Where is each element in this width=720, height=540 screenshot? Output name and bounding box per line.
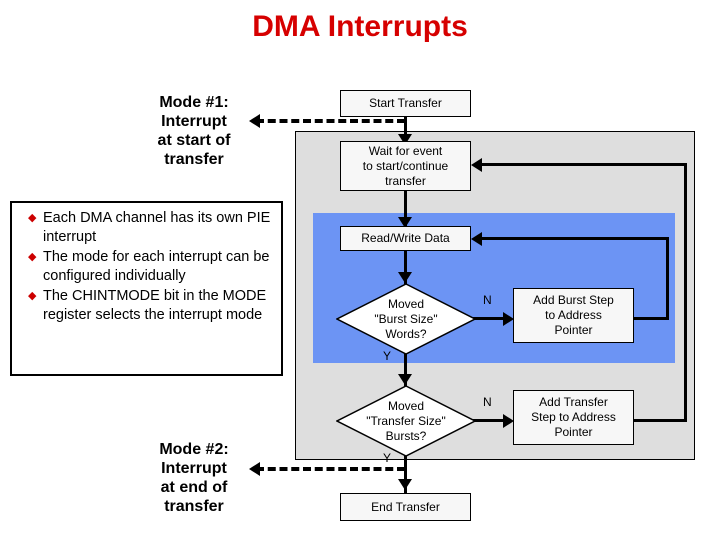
diamond-bullet-icon: ◆	[28, 212, 37, 224]
notes-box: ◆ Each DMA channel has its own PIE inter…	[10, 201, 283, 376]
connector-burststep-up	[666, 239, 669, 320]
node-start-transfer-label: Start Transfer	[369, 96, 442, 110]
connector-burststep-right	[634, 317, 669, 320]
node-add-transfer-step[interactable]: Add Transfer Step to Address Pointer	[513, 390, 634, 445]
branch-label-burst-no: N	[483, 293, 492, 307]
node-start-transfer[interactable]: Start Transfer	[340, 90, 471, 117]
arrowhead-callout-mode2	[249, 462, 260, 476]
list-item: ◆ The mode for each interrupt can be con…	[28, 248, 276, 286]
list-item-label: The CHINTMODE bit in the MODE register s…	[43, 288, 267, 323]
arrowhead-burst-no	[503, 312, 514, 326]
node-add-transfer-step-label: Add Transfer Step to Address Pointer	[531, 395, 616, 439]
connector-readwrite-to-burst-decision	[404, 251, 407, 287]
node-end-transfer-label: End Transfer	[371, 499, 440, 514]
connector-xfer-no	[470, 419, 510, 422]
branch-label-xfer-yes: Y	[383, 451, 392, 465]
node-burst-size-decision-label: Moved "Burst Size" Words?	[374, 296, 438, 341]
branch-label-xfer-no: N	[483, 395, 492, 409]
list-item: ◆ The CHINTMODE bit in the MODE register…	[28, 287, 276, 325]
node-burst-size-decision[interactable]: Moved "Burst Size" Words?	[336, 283, 476, 355]
node-end-transfer[interactable]: End Transfer	[340, 493, 471, 521]
list-item: ◆ Each DMA channel has its own PIE inter…	[28, 209, 276, 247]
node-read-write-data-label: Read/Write Data	[361, 231, 450, 245]
connector-xfer-yes-to-end	[404, 455, 407, 495]
connector-xferstep-right	[634, 419, 687, 422]
arrowhead-xferstep-to-wait	[471, 158, 482, 172]
diamond-shape-icon	[336, 283, 476, 355]
node-wait-for-event[interactable]: Wait for event to start/continue transfe…	[340, 141, 471, 191]
connector-xferstep-back-to-wait	[478, 163, 687, 166]
list-item-label: Each DMA channel has its own PIE interru…	[43, 210, 271, 245]
dashed-callout-line-mode1	[256, 119, 405, 123]
arrowhead-xfer-no	[503, 414, 514, 428]
dashed-callout-line-mode2	[256, 467, 405, 471]
connector-xferstep-up	[684, 164, 687, 422]
diamond-bullet-icon: ◆	[28, 290, 37, 302]
arrowhead-xfer-yes-to-end	[398, 479, 412, 490]
node-read-write-data[interactable]: Read/Write Data	[340, 226, 471, 251]
arrowhead-burst-yes	[398, 374, 412, 385]
arrowhead-callout-mode1	[249, 114, 260, 128]
list-item-label: The mode for each interrupt can be confi…	[43, 249, 270, 284]
callout-mode-1: Mode #1: Interrupt at start of transfer	[157, 94, 231, 168]
connector-burst-yes-to-xfer-decision	[404, 353, 407, 389]
arrowhead-readwrite-to-burst-decision	[398, 272, 412, 283]
connector-burststep-back-to-readwrite	[478, 237, 669, 240]
arrowhead-burststep-to-readwrite	[471, 232, 482, 246]
branch-label-burst-yes: Y	[383, 349, 392, 363]
diamond-bullet-icon: ◆	[28, 251, 37, 263]
node-add-burst-step-label: Add Burst Step to Address Pointer	[533, 293, 614, 337]
node-transfer-size-decision[interactable]: Moved "Transfer Size" Bursts?	[336, 385, 476, 457]
connector-burst-no	[470, 317, 510, 320]
connector-start-to-wait	[404, 117, 407, 143]
page-title: DMA Interrupts	[252, 10, 468, 43]
node-add-burst-step[interactable]: Add Burst Step to Address Pointer	[513, 288, 634, 343]
connector-wait-to-readwrite	[404, 191, 407, 233]
node-wait-for-event-label: Wait for event to start/continue transfe…	[362, 143, 449, 188]
callout-mode-2: Mode #2: Interrupt at end of transfer	[159, 441, 229, 515]
arrowhead-start-to-wait	[398, 134, 412, 145]
diamond-shape-icon	[336, 385, 476, 457]
notes-bullet-list: ◆ Each DMA channel has its own PIE inter…	[28, 209, 276, 326]
arrowhead-wait-to-readwrite	[398, 217, 412, 228]
node-transfer-size-decision-label: Moved "Transfer Size" Bursts?	[366, 398, 446, 443]
